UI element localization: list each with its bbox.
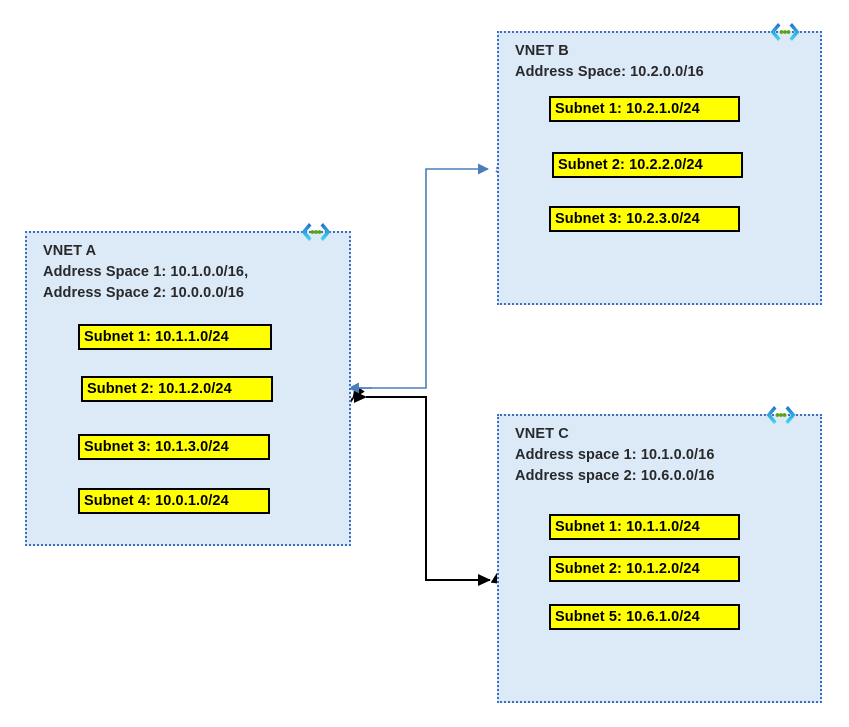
wire-a-to-b-trunk bbox=[352, 163, 489, 389]
vnet-a-heading: VNET A Address Space 1: 10.1.0.0/16, Add… bbox=[43, 243, 249, 301]
vnet-icon bbox=[770, 23, 800, 41]
subnet-box[interactable]: Subnet 1: 10.1.1.0/24 bbox=[78, 324, 272, 350]
vnet-b-heading: VNET B Address Space: 10.2.0.0/16 bbox=[515, 43, 704, 80]
subnet-box[interactable]: Subnet 1: 10.2.1.0/24 bbox=[549, 96, 740, 122]
subnet-box[interactable]: Subnet 2: 10.1.2.0/24 bbox=[549, 556, 740, 582]
subnet-box[interactable]: Subnet 1: 10.1.1.0/24 bbox=[549, 514, 740, 540]
subnet-box[interactable]: Subnet 5: 10.6.1.0/24 bbox=[549, 604, 740, 630]
subnet-box[interactable]: Subnet 2: 10.1.2.0/24 bbox=[81, 376, 273, 402]
vnet-icon bbox=[301, 223, 331, 241]
subnet-box[interactable]: Subnet 3: 10.2.3.0/24 bbox=[549, 206, 740, 232]
subnet-box[interactable]: Subnet 2: 10.2.2.0/24 bbox=[552, 152, 743, 178]
subnet-box[interactable]: Subnet 3: 10.1.3.0/24 bbox=[78, 434, 270, 460]
vnet-c-heading: VNET C Address space 1: 10.1.0.0/16 Addr… bbox=[515, 426, 715, 484]
wire-a-to-c-trunk bbox=[354, 391, 491, 586]
vnet-icon bbox=[766, 406, 796, 424]
subnet-box[interactable]: Subnet 4: 10.0.1.0/24 bbox=[78, 488, 270, 514]
